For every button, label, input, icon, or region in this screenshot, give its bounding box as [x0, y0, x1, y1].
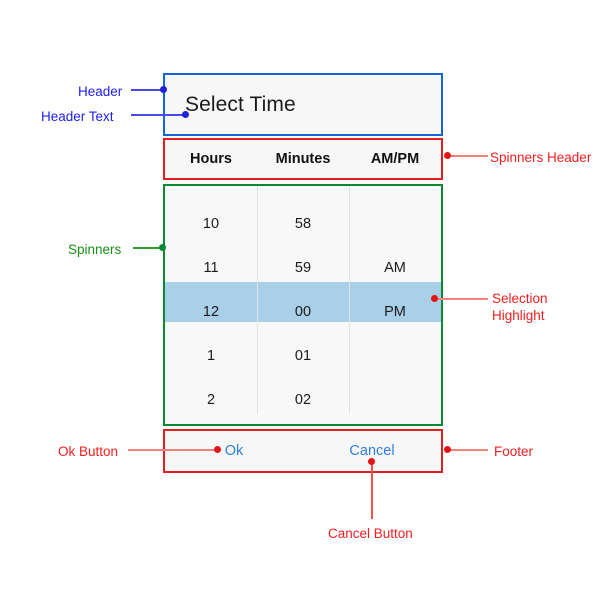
- spinner-cell-hour-selected[interactable]: 12: [202, 304, 220, 320]
- annotation-leader-header-text: [131, 114, 185, 116]
- spinner-cell-minute[interactable]: 59: [294, 260, 312, 276]
- spinners-header: Hours Minutes AM/PM: [163, 138, 443, 180]
- annotation-leader-spinners-header: [448, 155, 488, 157]
- annotation-label-selection-highlight-line1: Selection: [492, 291, 548, 306]
- spinner-cell-ampm-selected[interactable]: PM: [384, 304, 406, 320]
- annotation-leader-cancel-button: [371, 461, 373, 519]
- annotation-leader-selection-highlight: [436, 298, 488, 300]
- annotation-dot-spinners-header: [444, 152, 451, 159]
- spinner-cell-ampm-empty: [349, 334, 441, 378]
- annotation-label-header-text: Header Text: [41, 109, 114, 124]
- annotation-dot-header: [160, 86, 167, 93]
- annotation-leader-footer: [448, 449, 488, 451]
- spinner-cell-ampm-empty: [349, 378, 441, 422]
- annotation-dot-selection-highlight: [431, 295, 438, 302]
- annotation-dot-header-text: [182, 111, 189, 118]
- spinner-ampm[interactable]: AM PM: [349, 186, 441, 424]
- spinner-cell-minute[interactable]: 58: [294, 216, 312, 232]
- spinner-cell-minute-selected[interactable]: 00: [294, 304, 312, 320]
- selection-highlight: [165, 282, 441, 322]
- annotation-label-cancel-button: Cancel Button: [328, 526, 413, 541]
- header-title-text: Select Time: [185, 92, 296, 116]
- annotation-label-selection-highlight-2: Highlight: [492, 307, 545, 324]
- annotation-label-ok-button: Ok Button: [58, 444, 119, 459]
- annotation-label-header: Header: [78, 84, 123, 99]
- annotation-leader-ok-button: [128, 449, 217, 451]
- annotation-label-selection-highlight: Selection: [492, 290, 548, 307]
- spinner-minutes[interactable]: 58 59 00 01 02: [257, 186, 349, 424]
- column-header-ampm: AM/PM: [370, 151, 420, 167]
- spinner-cell-minute[interactable]: 02: [294, 392, 312, 408]
- spinner-cell-hour[interactable]: 2: [206, 392, 216, 408]
- ok-button[interactable]: Ok: [224, 443, 244, 459]
- spinner-cell-hour[interactable]: 11: [203, 260, 219, 276]
- annotation-label-selection-highlight-line2: Highlight: [492, 308, 545, 323]
- column-header-hours: Hours: [190, 151, 232, 167]
- annotation-dot-footer: [444, 446, 451, 453]
- annotation-dot-spinners: [159, 244, 166, 251]
- column-header-minutes: Minutes: [275, 151, 331, 167]
- picker-header: Select Time: [163, 73, 443, 136]
- annotation-leader-header: [131, 89, 163, 91]
- spinner-cell-hour[interactable]: 1: [206, 348, 216, 364]
- annotation-dot-cancel-button: [368, 458, 375, 465]
- picker-footer: Ok Cancel: [163, 429, 443, 473]
- spinner-cell-hour[interactable]: 10: [202, 216, 220, 232]
- cancel-button[interactable]: Cancel: [349, 443, 395, 459]
- spinner-cell-minute[interactable]: 01: [294, 348, 312, 364]
- annotation-label-spinners-header: Spinners Header: [490, 150, 592, 165]
- annotation-label-footer: Footer: [494, 444, 534, 459]
- annotation-leader-spinners: [133, 247, 163, 249]
- spinner-hours[interactable]: 10 11 12 1 2: [165, 186, 257, 424]
- spinner-cell-ampm[interactable]: AM: [384, 260, 406, 276]
- spinner-cell-ampm-empty: [349, 202, 441, 246]
- spinners-panel[interactable]: 10 11 12 1 2 58 59 00 01 02 AM PM: [163, 184, 443, 426]
- annotation-label-spinners: Spinners: [68, 242, 122, 257]
- annotation-dot-ok-button: [214, 446, 221, 453]
